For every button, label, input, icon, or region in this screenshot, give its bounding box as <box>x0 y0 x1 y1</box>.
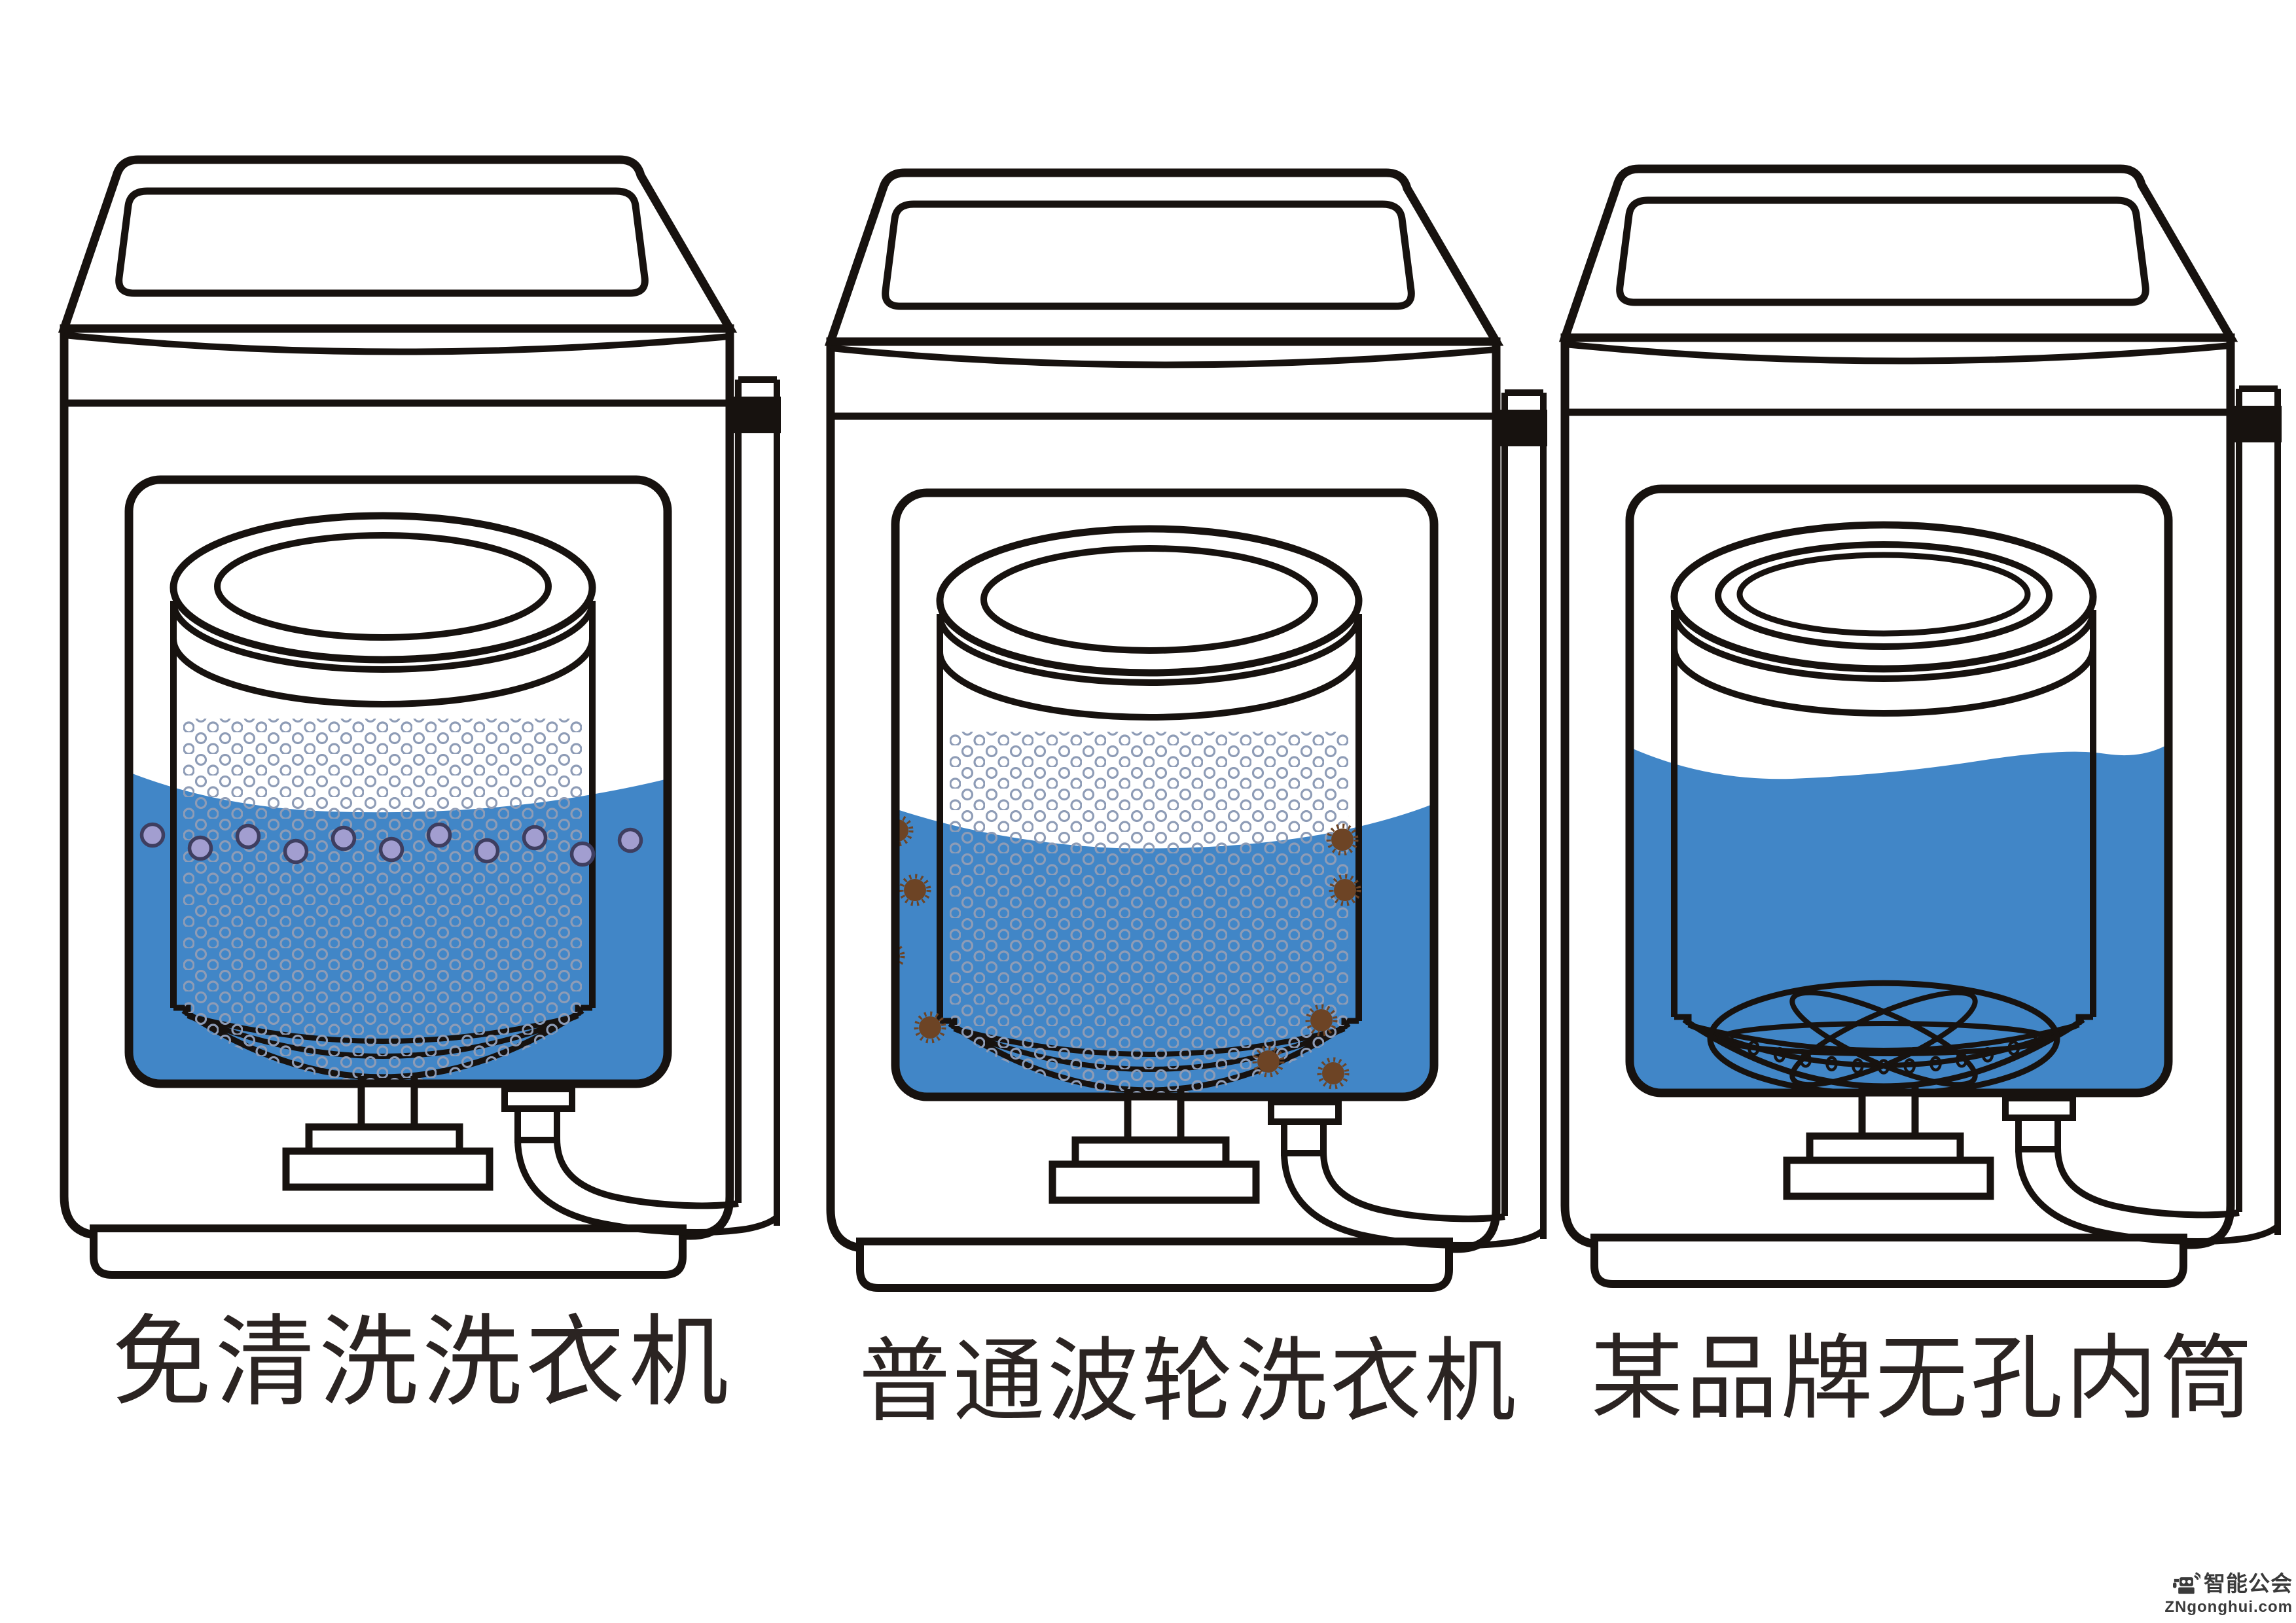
cabinet-base <box>1590 1234 2187 1288</box>
watermark: 智能公会 ZNgonghui.com <box>2164 1566 2293 1616</box>
machine-hole-free-drum-washer: 某品牌无孔内筒 <box>1550 158 2296 1565</box>
inner-drum <box>936 525 1363 1097</box>
standpipe-clamp <box>730 397 781 433</box>
washer-diagram-hole-free-drum <box>1558 164 2282 1288</box>
cabinet-base <box>90 1224 687 1279</box>
inner-drum <box>170 512 596 1084</box>
lid-window <box>1616 196 2149 306</box>
lid <box>824 168 1504 346</box>
drain-standpipe <box>1496 389 1547 1239</box>
machine-self-clean-washer: 免清洗洗衣机 <box>49 149 795 1556</box>
watermark-domain: ZNgonghui.com <box>2164 1598 2293 1616</box>
drain-standpipe <box>730 376 781 1226</box>
lid <box>58 155 738 333</box>
pulsator <box>1710 983 2057 1094</box>
watermark-brand: 智能公会 <box>2204 1571 2293 1596</box>
self-clean-washer-illustration <box>49 149 795 1288</box>
lid-lip-curve <box>1564 341 2231 365</box>
ordinary-pulsator-washer-illustration <box>816 162 1562 1301</box>
standpipe-clamp <box>2231 406 2282 442</box>
lid-window <box>115 187 649 297</box>
machine-ordinary-pulsator-washer: 普通波轮洗衣机 <box>816 162 1562 1569</box>
drive-pedestal <box>282 1076 493 1191</box>
antibacterial-beads <box>139 822 643 867</box>
drain-hose <box>501 1086 780 1236</box>
robot-icon <box>2173 1572 2200 1594</box>
lid-lip-curve <box>63 332 730 355</box>
cabinet-base <box>856 1238 1453 1292</box>
lid-window <box>882 200 1415 310</box>
inner-drum <box>1670 521 2097 1090</box>
drain-standpipe <box>2231 385 2282 1235</box>
hole-free-drum-washer-illustration <box>1550 158 2296 1297</box>
drive-pedestal <box>1049 1089 1260 1204</box>
machine-label-ordinary-pulsator: 普通波轮洗衣机 <box>858 1330 1518 1433</box>
watermark-row: 智能公会 <box>2164 1566 2293 1597</box>
washer-diagram-ordinary-pulsator <box>824 168 1547 1292</box>
lid <box>1558 164 2238 342</box>
lid-lip-curve <box>830 345 1497 368</box>
machine-label-hole-free-drum: 某品牌无孔内筒 <box>1590 1327 2255 1430</box>
drain-hose <box>2002 1095 2280 1245</box>
machine-label-self-clean: 免清洗洗衣机 <box>112 1307 732 1418</box>
viewport <box>1625 484 2173 1097</box>
water <box>1630 744 2168 1093</box>
standpipe-clamp <box>1496 410 1547 446</box>
drain-hose <box>1268 1099 1546 1249</box>
drive-pedestal <box>1783 1085 1994 1200</box>
washer-diagram-self-clean <box>58 155 781 1279</box>
